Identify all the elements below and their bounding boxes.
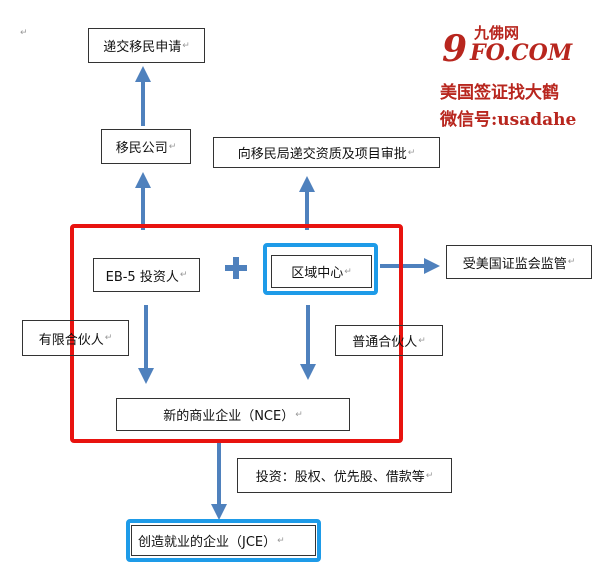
pm: ↵	[425, 470, 434, 481]
pm: ↵	[344, 266, 352, 277]
box-regional: 区域中心↵	[271, 255, 372, 288]
logo-line2: 微信号:usadahe	[440, 110, 577, 130]
label: 投资：股权、优先股、借款等	[255, 470, 425, 485]
box-jce: 创造就业的企业（JCE）↵	[131, 525, 316, 556]
logo-line1: 美国签证找大鹤	[440, 83, 559, 103]
label: 创造就业的企业（JCE）	[138, 535, 277, 550]
pm: ↵	[295, 409, 303, 420]
label: 普通合伙人	[352, 335, 418, 350]
red-highlight-frame	[70, 224, 403, 443]
paragraph-mark: ↵	[20, 28, 28, 38]
box-uscis: 向移民局递交资质及项目审批↵	[213, 137, 440, 168]
pm: ↵	[168, 141, 177, 152]
pm: ↵	[418, 335, 426, 346]
label: 有限合伙人	[38, 332, 104, 348]
box-company: 移民公司↵	[101, 129, 191, 164]
pm: ↵	[179, 270, 188, 280]
box-invest: 投资：股权、优先股、借款等↵	[237, 458, 452, 493]
pm: ↵	[567, 257, 576, 267]
blue-highlight-jce	[126, 519, 321, 562]
box-sec: 受美国证监会监管↵	[446, 245, 592, 279]
watermark-logo: 九佛网 9 FO.COM 美国签证找大鹤 微信号:usadahe	[440, 22, 576, 130]
pm: ↵	[104, 333, 113, 343]
box-general: 普通合伙人↵	[335, 325, 443, 356]
label: 新的商业企业（NCE）	[163, 409, 295, 424]
box-submit: 递交移民申请↵	[88, 28, 205, 63]
box-nce: 新的商业企业（NCE）↵	[116, 398, 350, 431]
blue-highlight-regional	[263, 243, 378, 295]
box-limited: 有限合伙人↵	[22, 320, 129, 356]
pm: ↵	[407, 147, 416, 158]
pm: ↵	[277, 535, 285, 546]
label: 向移民局递交资质及项目审批	[237, 147, 407, 162]
label: 递交移民申请	[103, 40, 182, 55]
logo-cn: 九佛网	[474, 24, 520, 42]
box-investor: EB-5 投资人↵	[93, 258, 200, 292]
label: 受美国证监会监管	[462, 256, 567, 272]
logo-brand-rest: FO.COM	[470, 40, 573, 66]
label: 移民公司	[115, 141, 168, 156]
plus-icon	[225, 257, 247, 279]
label: EB-5 投资人	[105, 269, 179, 285]
pm: ↵	[182, 40, 190, 51]
logo-brand: 9	[442, 28, 467, 70]
label: 区域中心	[291, 266, 344, 281]
